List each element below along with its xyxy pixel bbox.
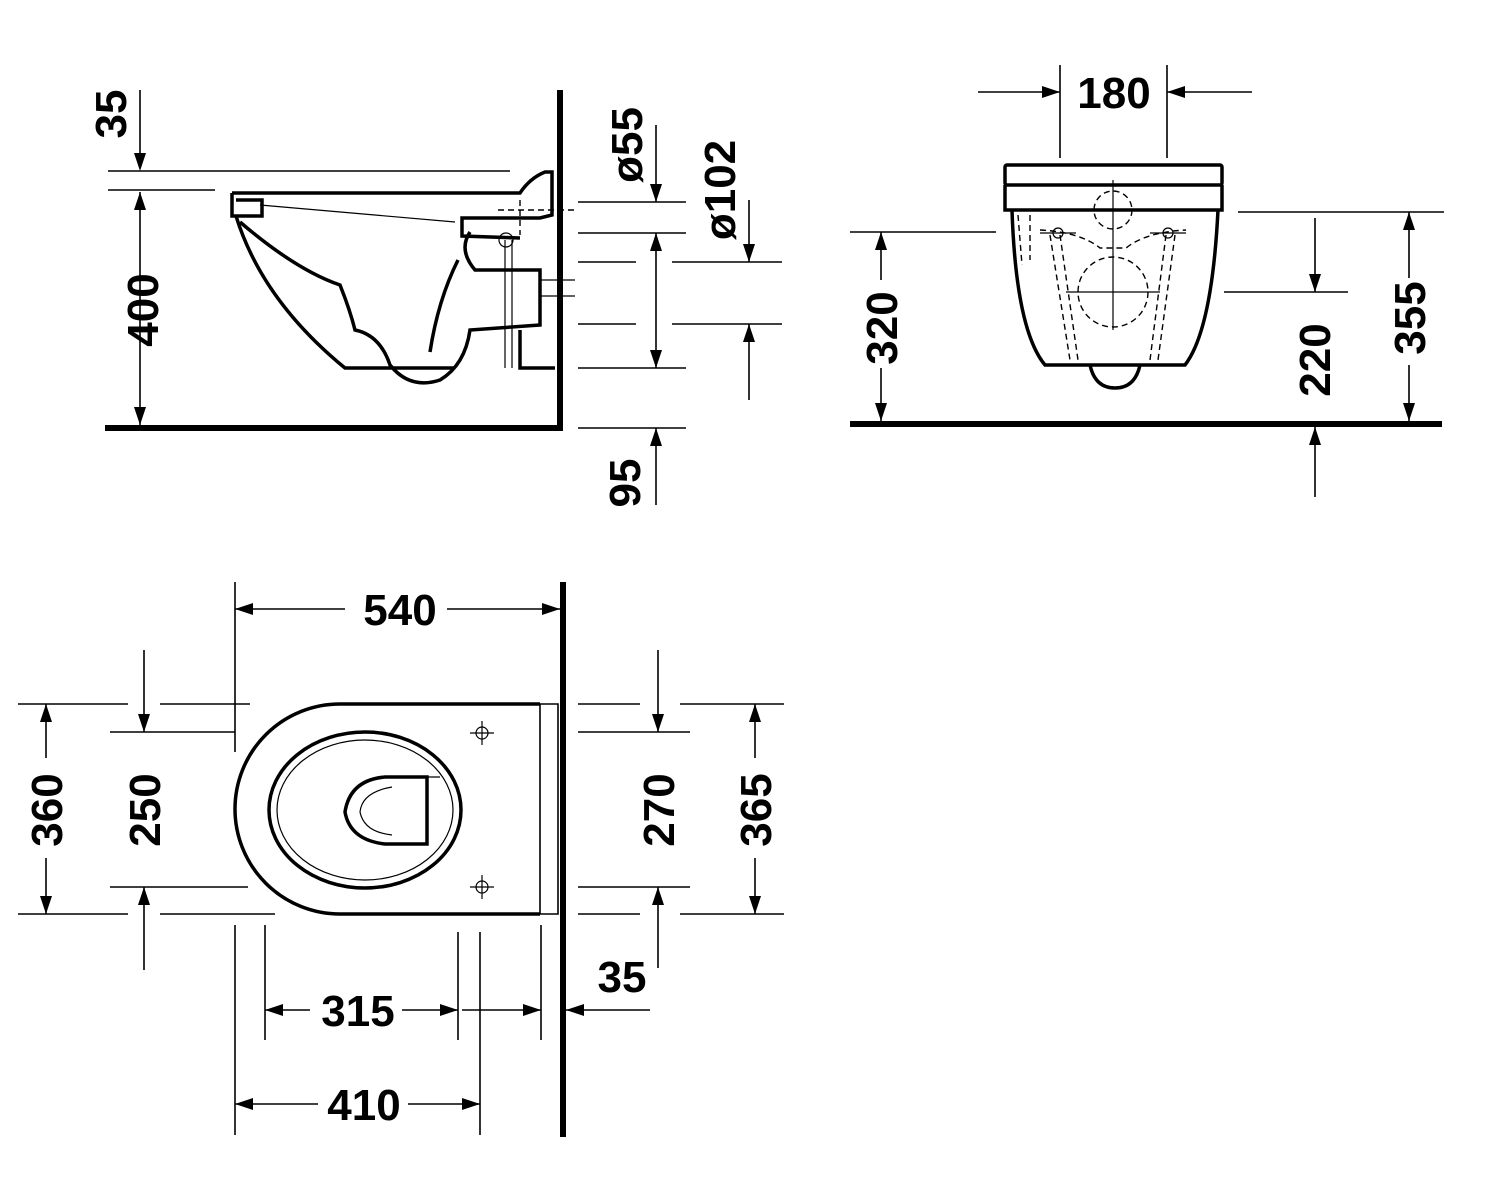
front-dim-180: 180 <box>1077 69 1150 118</box>
top-dim-270: 270 <box>635 773 684 846</box>
front-view: 180 320 355 220 <box>850 65 1444 497</box>
top-dim-365: 365 <box>732 773 781 846</box>
mounting-hole-bottom <box>470 875 494 899</box>
side-dim-o102: ø102 <box>696 140 745 240</box>
top-view: 540 360 250 270 365 <box>18 582 784 1137</box>
side-dim-400: 400 <box>119 273 168 346</box>
front-dim-220: 220 <box>1291 323 1340 396</box>
side-dim-95: 95 <box>601 459 650 508</box>
side-view: 35 400 ø55 ø102 95 <box>87 90 782 508</box>
top-dim-410: 410 <box>327 1081 400 1130</box>
top-dim-250: 250 <box>121 773 170 846</box>
side-bowl-outline <box>230 170 575 385</box>
side-dim-o55: ø55 <box>603 107 652 183</box>
top-dim-315: 315 <box>321 987 394 1036</box>
mounting-hole-top <box>470 721 494 745</box>
top-dim-360: 360 <box>23 773 72 846</box>
side-dim-35: 35 <box>87 90 136 139</box>
front-dim-355: 355 <box>1386 281 1435 354</box>
top-dim-540: 540 <box>363 586 436 635</box>
top-bowl-outline <box>233 702 559 916</box>
front-bowl-outline <box>1003 163 1224 390</box>
front-dim-320: 320 <box>858 291 907 364</box>
top-dim-35: 35 <box>598 953 647 1002</box>
